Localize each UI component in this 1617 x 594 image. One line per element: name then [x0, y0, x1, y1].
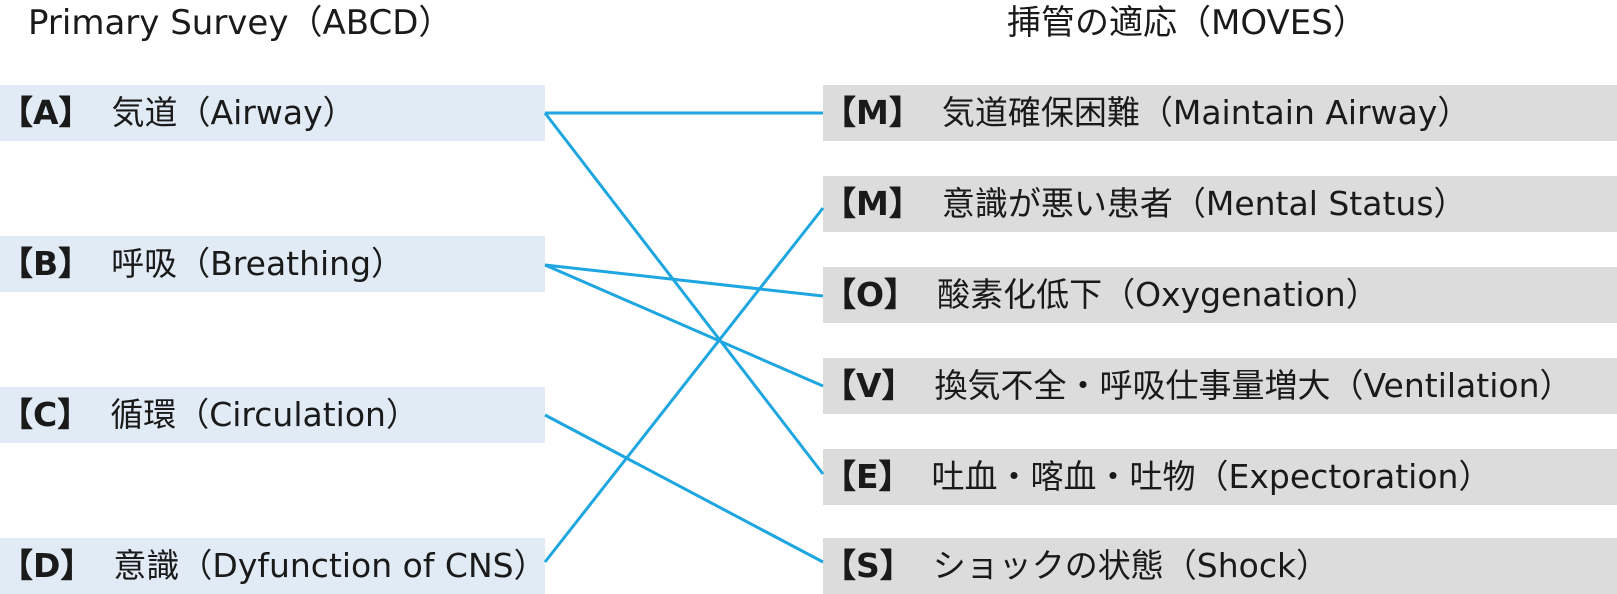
primary-survey-heading: Primary Survey（ABCD） — [28, 3, 453, 43]
left-item-airway: 【A】気道（Airway） — [0, 85, 545, 141]
left-item-key: 【B】 — [0, 244, 92, 283]
right-item-key: 【E】 — [823, 457, 912, 496]
left-item-circulation: 【C】循環（Circulation） — [0, 387, 545, 443]
connector-line — [544, 263, 824, 388]
intubation-indications-heading: 挿管の適応（MOVES） — [1007, 3, 1367, 43]
right-item-ventilation: 【V】換気不全・呼吸仕事量増大（Ventilation） — [823, 358, 1617, 414]
right-item-shock: 【S】ショックの状態（Shock） — [823, 538, 1617, 594]
right-item-key: 【S】 — [823, 546, 913, 585]
right-item-mental-status: 【M】意識が悪い患者（Mental Status） — [823, 176, 1617, 232]
connector-line — [543, 112, 825, 475]
connector-line — [544, 263, 824, 298]
right-item-label: 換気不全・呼吸仕事量増大（Ventilation） — [934, 366, 1573, 405]
right-item-label: 吐血・喀血・吐物（Expectoration） — [931, 457, 1492, 496]
right-item-label: 意識が悪い患者（Mental Status） — [941, 184, 1467, 223]
left-item-key: 【A】 — [0, 93, 92, 132]
connector-line — [543, 207, 825, 563]
left-item-label: 呼吸（Breathing） — [111, 244, 405, 283]
right-item-maintain-airway: 【M】気道確保困難（Maintain Airway） — [823, 85, 1617, 141]
right-item-label: ショックの状態（Shock） — [932, 546, 1330, 585]
left-item-label: 循環（Circulation） — [110, 395, 419, 434]
left-item-key: 【C】 — [0, 395, 91, 434]
left-item-label: 気道（Airway） — [111, 93, 356, 132]
right-item-key: 【O】 — [823, 275, 918, 314]
left-item-cns: 【D】意識（Dyfunction of CNS） — [0, 538, 545, 594]
right-item-expectoration: 【E】吐血・喀血・吐物（Expectoration） — [823, 449, 1617, 505]
connector-line — [544, 413, 824, 564]
right-item-oxygenation: 【O】酸素化低下（Oxygenation） — [823, 267, 1617, 323]
right-item-key: 【M】 — [823, 93, 922, 132]
right-item-key: 【M】 — [823, 184, 922, 223]
left-item-label: 意識（Dyfunction of CNS） — [113, 546, 545, 585]
right-item-label: 気道確保困難（Maintain Airway） — [941, 93, 1471, 132]
right-item-label: 酸素化低下（Oxygenation） — [937, 275, 1379, 314]
left-item-breathing: 【B】呼吸（Breathing） — [0, 236, 545, 292]
right-item-key: 【V】 — [823, 366, 915, 405]
left-item-key: 【D】 — [0, 546, 94, 585]
